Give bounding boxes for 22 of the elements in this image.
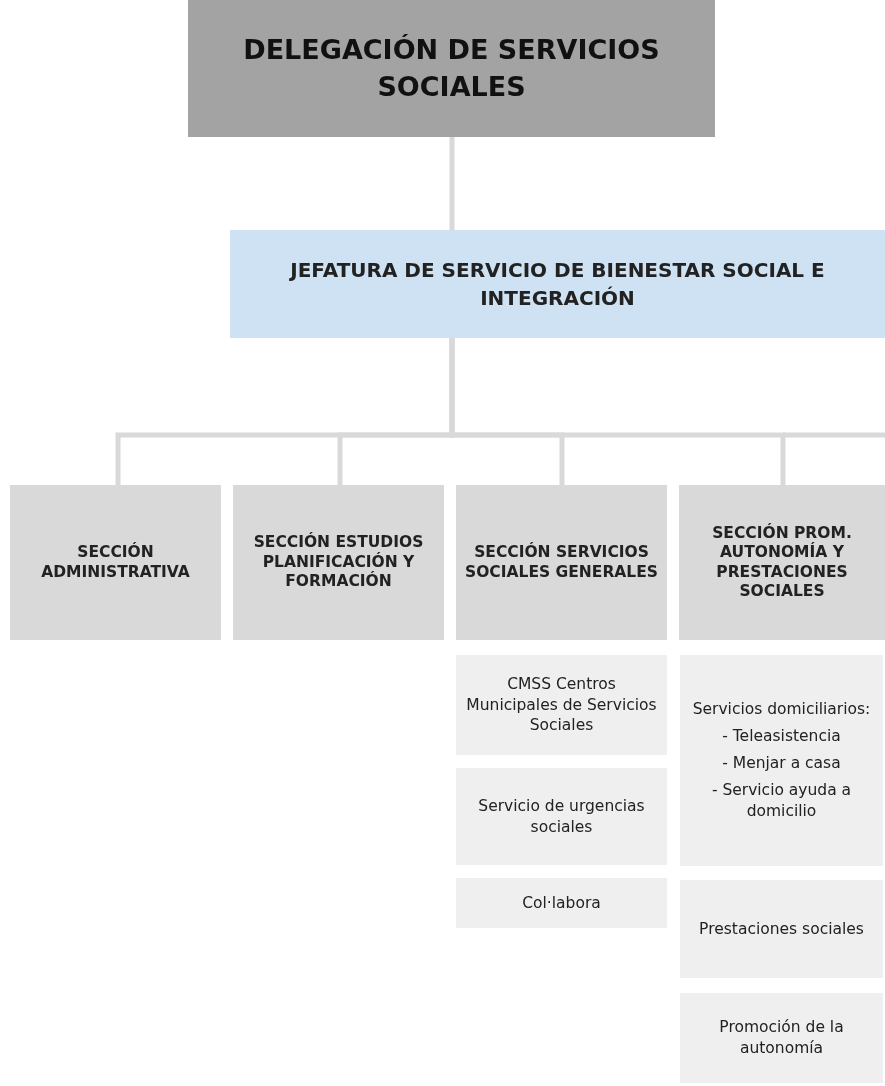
connector-line	[449, 137, 455, 230]
department-box	[188, 0, 715, 137]
box-text: DELEGACIÓN DE SERVICIOS SOCIALES	[242, 33, 661, 104]
box-text: SECCIÓN SERVICIOS SOCIALES GENERALES	[464, 543, 659, 582]
box-text: SECCIÓN PROM. AUTONOMÍA Y PRESTACIONES SOCIALES	[711, 523, 853, 602]
box-text: Servicios domiciliarios:	[692, 699, 871, 721]
box-text: SECCIÓN ESTUDIOS PLANIFICACIÓN Y FORMACIÓN	[252, 533, 425, 592]
box-text: CMSS Centros Municipales de Servicios Sociales	[465, 673, 658, 737]
box-text: Promoción de la autonomía	[718, 1017, 845, 1059]
box-text: SECCIÓN ADMINISTRATIVA	[40, 543, 191, 582]
box-text: - Teleasistencia	[722, 726, 841, 748]
section-box	[679, 485, 885, 640]
head-office-box	[230, 230, 885, 338]
section-box	[233, 485, 444, 640]
box-text: Servicio de urgencias sociales	[477, 795, 646, 838]
box-text: - Menjar a casa	[722, 753, 841, 774]
box-text: Prestaciones sociales	[699, 918, 864, 940]
section-box	[10, 485, 221, 640]
box-text: JEFATURA DE SERVICIO DE BIENESTAR SOCIAL E INTEGRACIÓN	[288, 257, 826, 312]
section-box	[456, 485, 667, 640]
box-text: - Servicio ayuda a domicilio	[710, 779, 853, 822]
box-text: Col·labora	[522, 892, 601, 914]
